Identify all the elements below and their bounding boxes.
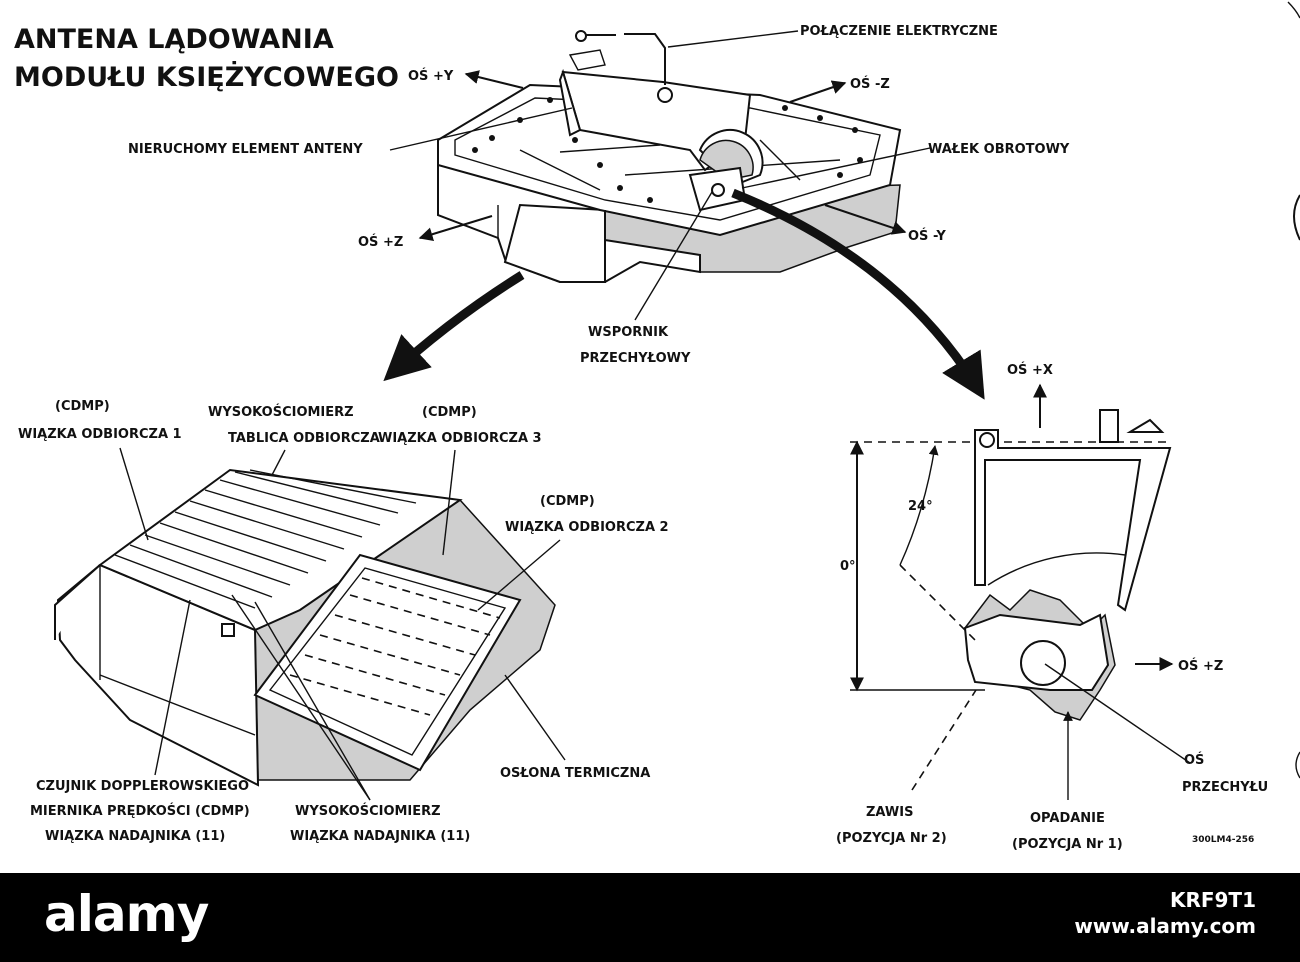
- label-cdmp1-a: (CDMP): [55, 399, 110, 414]
- label-doppler-b: MIERNIKA PRĘDKOŚCI (CDMP): [30, 803, 250, 819]
- label-alt-table-b: TABLICA ODBIORCZA: [228, 431, 380, 446]
- top-antenna-assembly: [437, 30, 902, 283]
- label-alt-tx-a: WYSOKOŚCIOMIERZ: [295, 803, 441, 819]
- label-electrical-connection: POŁĄCZENIE ELEKTRYCZNE: [800, 24, 998, 39]
- label-tilt-bracket-1: WSPORNIK: [588, 325, 669, 340]
- label-alt-tx-b: WIĄZKA NADAJNIKA (11): [290, 829, 470, 844]
- label-tilt-axis-a: OŚ: [1184, 752, 1204, 768]
- label-axis-plus-z-right: OŚ +Z: [1178, 658, 1223, 674]
- label-axis-plus-z-top: OŚ +Z: [358, 234, 403, 250]
- label-cdmp2-a: (CDMP): [540, 494, 595, 509]
- brand-logo: alamy: [44, 885, 209, 943]
- label-doppler-a: CZUJNIK DOPPLEROWSKIEGO: [36, 779, 249, 794]
- label-tilt-axis-b: PRZECHYŁU: [1182, 780, 1268, 795]
- arrow-to-right-view: [731, 188, 985, 400]
- label-angle-24: 24°: [908, 499, 933, 514]
- side-view: [850, 409, 1172, 721]
- footer-url: www.alamy.com: [1074, 914, 1256, 938]
- label-descent-b: (POZYCJA Nr 1): [1012, 837, 1123, 852]
- label-cdmp3-b: WIĄZKA ODBIORCZA 3: [378, 431, 542, 446]
- label-fixed-element: NIERUCHOMY ELEMENT ANTENY: [128, 142, 363, 157]
- footer-ids: KRF9T1 www.alamy.com: [1074, 887, 1256, 939]
- label-axis-minus-y: OŚ -Y: [908, 228, 946, 244]
- title-line-2: MODUŁU KSIĘŻYCOWEGO: [14, 61, 399, 93]
- watermark-footer: alamy KRF9T1 www.alamy.com: [0, 873, 1300, 962]
- label-axis-minus-z: OŚ -Z: [850, 76, 890, 92]
- label-angle-0: 0°: [840, 559, 856, 574]
- label-hover-a: ZAWIS: [866, 805, 913, 820]
- label-cdmp2-b: WIĄZKA ODBIORCZA 2: [505, 520, 669, 535]
- label-hover-b: (POZYCJA Nr 2): [836, 831, 947, 846]
- label-axis-plus-y: OŚ +Y: [408, 68, 454, 84]
- arrow-to-left-view: [383, 271, 525, 382]
- image-id: KRF9T1: [1169, 888, 1256, 912]
- receiver-antenna-view: [54, 468, 556, 787]
- figure-code: 300LM4-256: [1192, 835, 1254, 845]
- label-rotating-shaft: WAŁEK OBROTOWY: [928, 142, 1070, 157]
- label-alt-table-a: WYSOKOŚCIOMIERZ: [208, 404, 354, 420]
- label-cdmp1-b: WIĄZKA ODBIORCZA 1: [18, 427, 182, 442]
- title-line-1: ANTENA LĄDOWANIA: [14, 24, 334, 55]
- label-cdmp3-a: (CDMP): [422, 405, 477, 420]
- label-axis-plus-x: OŚ +X: [1007, 362, 1053, 378]
- antenna-diagram: ANTENA LĄDOWANIA MODUŁU KSIĘŻYCOWEGO: [14, 1, 1300, 852]
- label-descent-a: OPADANIE: [1030, 811, 1105, 826]
- label-doppler-c: WIĄZKA NADAJNIKA (11): [45, 829, 225, 844]
- label-tilt-bracket-2: PRZECHYŁOWY: [580, 351, 691, 366]
- label-thermal-shield: OSŁONA TERMICZNA: [500, 766, 650, 781]
